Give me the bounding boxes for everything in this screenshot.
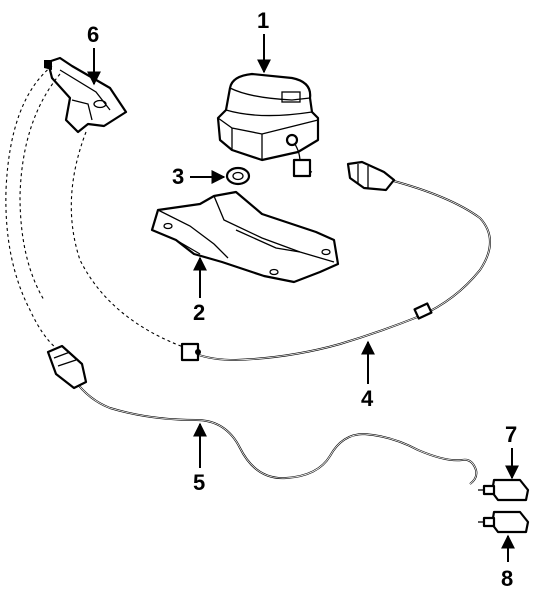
callout-3: 3 <box>172 164 226 189</box>
callout-number-2: 2 <box>193 300 205 325</box>
callout-number-5: 5 <box>193 470 205 495</box>
callout-number-7: 7 <box>505 422 517 447</box>
callout-2: 2 <box>193 256 207 325</box>
callout-number-6: 6 <box>87 22 99 47</box>
module-part-1 <box>216 72 320 178</box>
grommet-part-3 <box>225 166 251 186</box>
callout-number-3: 3 <box>172 164 184 189</box>
callout-number-4: 4 <box>361 386 374 411</box>
bracket-part-6 <box>44 56 128 134</box>
callout-number-8: 8 <box>501 566 513 591</box>
callout-6: 6 <box>87 22 101 86</box>
sensor-part-7 <box>478 478 530 502</box>
callout-number-1: 1 <box>257 8 269 33</box>
callout-5: 5 <box>193 422 207 495</box>
callout-1: 1 <box>257 8 271 74</box>
routing-guide-lines <box>5 65 187 349</box>
mounting-plate-part-2 <box>150 190 340 284</box>
callout-4: 4 <box>361 340 375 411</box>
sensor-part-8 <box>478 510 530 534</box>
cable-part-4 <box>180 160 491 362</box>
callout-7: 7 <box>505 422 519 480</box>
cable-part-5 <box>46 344 478 485</box>
callout-8: 8 <box>501 534 515 591</box>
